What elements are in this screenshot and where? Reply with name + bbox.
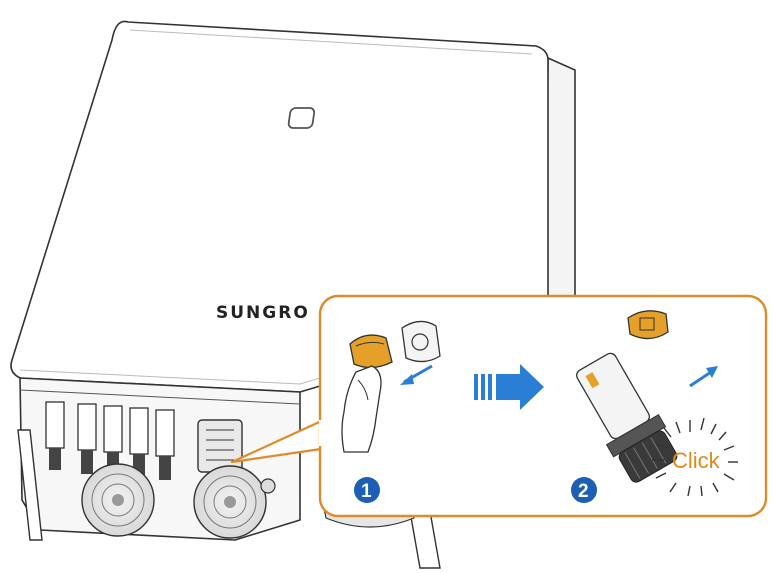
cooling-fan-left — [82, 464, 154, 536]
step-number: 1 — [361, 481, 372, 502]
step-badge-2: 2 — [571, 477, 597, 503]
step-badge-1: 1 — [354, 477, 380, 503]
ground-screw — [261, 479, 275, 493]
step-number: 2 — [578, 481, 589, 502]
ac-terminal — [198, 420, 242, 472]
connector-cap — [350, 335, 392, 367]
click-label: Click — [672, 448, 721, 473]
cooling-fan-right — [194, 466, 266, 538]
callout-box — [319, 296, 766, 516]
connector-cap — [628, 311, 668, 339]
inverter-side-face — [545, 58, 575, 330]
connector-plug-part — [402, 321, 440, 361]
